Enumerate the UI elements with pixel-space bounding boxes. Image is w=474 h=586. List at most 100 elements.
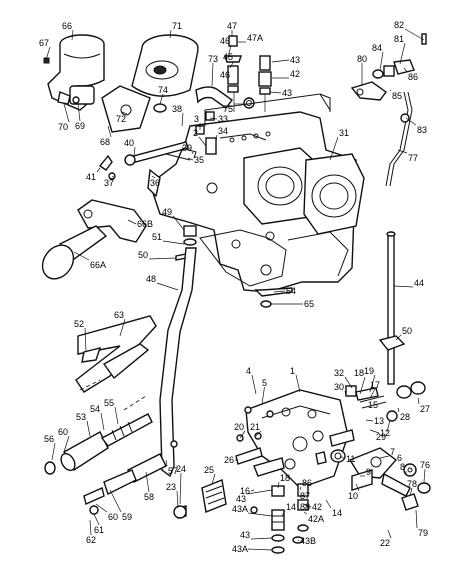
- leader-line-p13: [365, 419, 374, 422]
- part-label-p12: 12: [380, 428, 390, 438]
- part-label-p86: 86: [408, 72, 418, 82]
- leader-line-p66: [71, 29, 74, 41]
- linkage-rods: [98, 141, 197, 198]
- air-cleaner-assembly: [43, 34, 199, 133]
- part-label-p29: 29: [376, 432, 386, 442]
- part-label-p60a: 60: [58, 427, 68, 437]
- valve-stack: [224, 35, 272, 112]
- part-label-p78: 78: [407, 479, 417, 489]
- part-label-p39: 39: [182, 143, 192, 153]
- part-label-p66a: 66A: [90, 260, 106, 270]
- leader-line-p38: [181, 112, 184, 127]
- leader-line-p84: [379, 51, 384, 71]
- part-label-p77: 77: [408, 153, 418, 163]
- leader-line-p61: [93, 513, 100, 526]
- part-label-p63: 63: [114, 310, 124, 320]
- lift-pipe: [159, 225, 197, 478]
- leader-line-p43a: [271, 59, 290, 63]
- leader-line-p29: [386, 419, 391, 433]
- part-label-p50a: 50: [138, 250, 148, 260]
- leader-line-p39: [191, 151, 194, 155]
- part-label-p83: 83: [417, 125, 427, 135]
- leader-line-p73: [211, 62, 214, 87]
- part-label-p9: 9: [366, 467, 371, 477]
- leader-line-p54: [100, 412, 105, 431]
- leader-line-p20: [239, 430, 246, 439]
- lift-arm: [41, 199, 147, 280]
- leader-line-p43a2: [247, 512, 273, 517]
- part-label-p69: 69: [75, 121, 85, 131]
- part-label-p53: 53: [76, 412, 86, 422]
- part-label-p59: 59: [122, 512, 132, 522]
- part-label-p42b: 42: [312, 502, 322, 512]
- leader-line-p1: [295, 374, 301, 393]
- part-label-p49: 49: [162, 207, 172, 217]
- leader-line-p7: [379, 455, 390, 459]
- part-label-p40: 40: [124, 138, 134, 148]
- leader-line-p12: [369, 429, 380, 434]
- part-label-p58: 58: [144, 492, 154, 502]
- part-label-p60b: 60: [108, 512, 118, 522]
- leader-line-p60b: [95, 503, 108, 513]
- part-label-p27: 27: [420, 404, 430, 414]
- part-label-p71: 71: [172, 21, 182, 31]
- part-label-p81: 81: [394, 34, 404, 44]
- leader-line-p21: [255, 430, 262, 437]
- leader-line-p30: [344, 390, 347, 397]
- part-label-p66: 66: [62, 21, 72, 31]
- leader-line-p71: [169, 29, 172, 39]
- part-label-p3: 3: [194, 114, 199, 124]
- part-label-p75: 75: [223, 104, 233, 114]
- part-label-p85: 85: [392, 91, 402, 101]
- leader-line-p14: [281, 510, 286, 517]
- leader-line-p72: [121, 111, 128, 115]
- part-label-p44: 44: [414, 278, 424, 288]
- part-label-p43a2: 43A: [232, 504, 248, 514]
- part-label-p33: 33: [218, 114, 228, 124]
- part-label-p26: 26: [224, 455, 234, 465]
- part-label-p57: 57: [168, 466, 178, 476]
- part-label-p38: 38: [172, 104, 182, 114]
- part-label-p22: 22: [380, 538, 390, 548]
- leader-line-p85: [389, 89, 392, 92]
- leader-line-p53: [86, 420, 91, 437]
- leader-line-p59: [109, 489, 122, 513]
- leader-line-p43d: [250, 537, 273, 540]
- leader-line-p63: [119, 318, 126, 337]
- leader-line-p56: [51, 442, 56, 461]
- part-label-p43c: 43: [236, 494, 246, 504]
- leader-line-p37: [111, 175, 116, 179]
- part-label-p8: 8: [400, 462, 405, 472]
- part-label-p28: 28: [400, 412, 410, 422]
- leader-line-p18b: [277, 481, 280, 489]
- part-label-p79: 79: [418, 528, 428, 538]
- leader-line-p10: [355, 483, 360, 492]
- leader-line-p5: [261, 386, 265, 405]
- leader-line-p2: [198, 136, 207, 147]
- part-label-p42a2: 42A: [308, 514, 324, 524]
- leader-line-p55: [114, 406, 119, 425]
- part-label-p11: 11: [346, 454, 355, 464]
- pedal-assembly: [75, 315, 157, 411]
- part-label-p30: 30: [334, 382, 344, 392]
- leader-line-p50b: [395, 334, 402, 341]
- part-label-p18a: 18: [354, 368, 364, 378]
- leader-line-p34: [215, 134, 218, 143]
- leader-line-p41: [96, 167, 101, 173]
- leader-line-p4: [251, 374, 257, 395]
- part-label-p2: 2: [193, 128, 198, 138]
- part-label-p32: 32: [334, 368, 344, 378]
- leader-line-p66a: [73, 251, 90, 261]
- part-label-p88: 88: [300, 502, 310, 512]
- part-label-p86b: 86: [302, 478, 312, 488]
- part-label-p37: 37: [104, 178, 114, 188]
- part-label-p5: 5: [262, 378, 267, 388]
- leader-line-p81: [399, 42, 406, 65]
- part-label-p65: 65: [304, 299, 314, 309]
- leader-line-p57: [165, 459, 168, 467]
- part-label-p51: 51: [152, 232, 162, 242]
- leader-line-p11: [339, 455, 346, 460]
- part-label-p13: 13: [374, 416, 384, 426]
- part-label-p84: 84: [372, 43, 382, 53]
